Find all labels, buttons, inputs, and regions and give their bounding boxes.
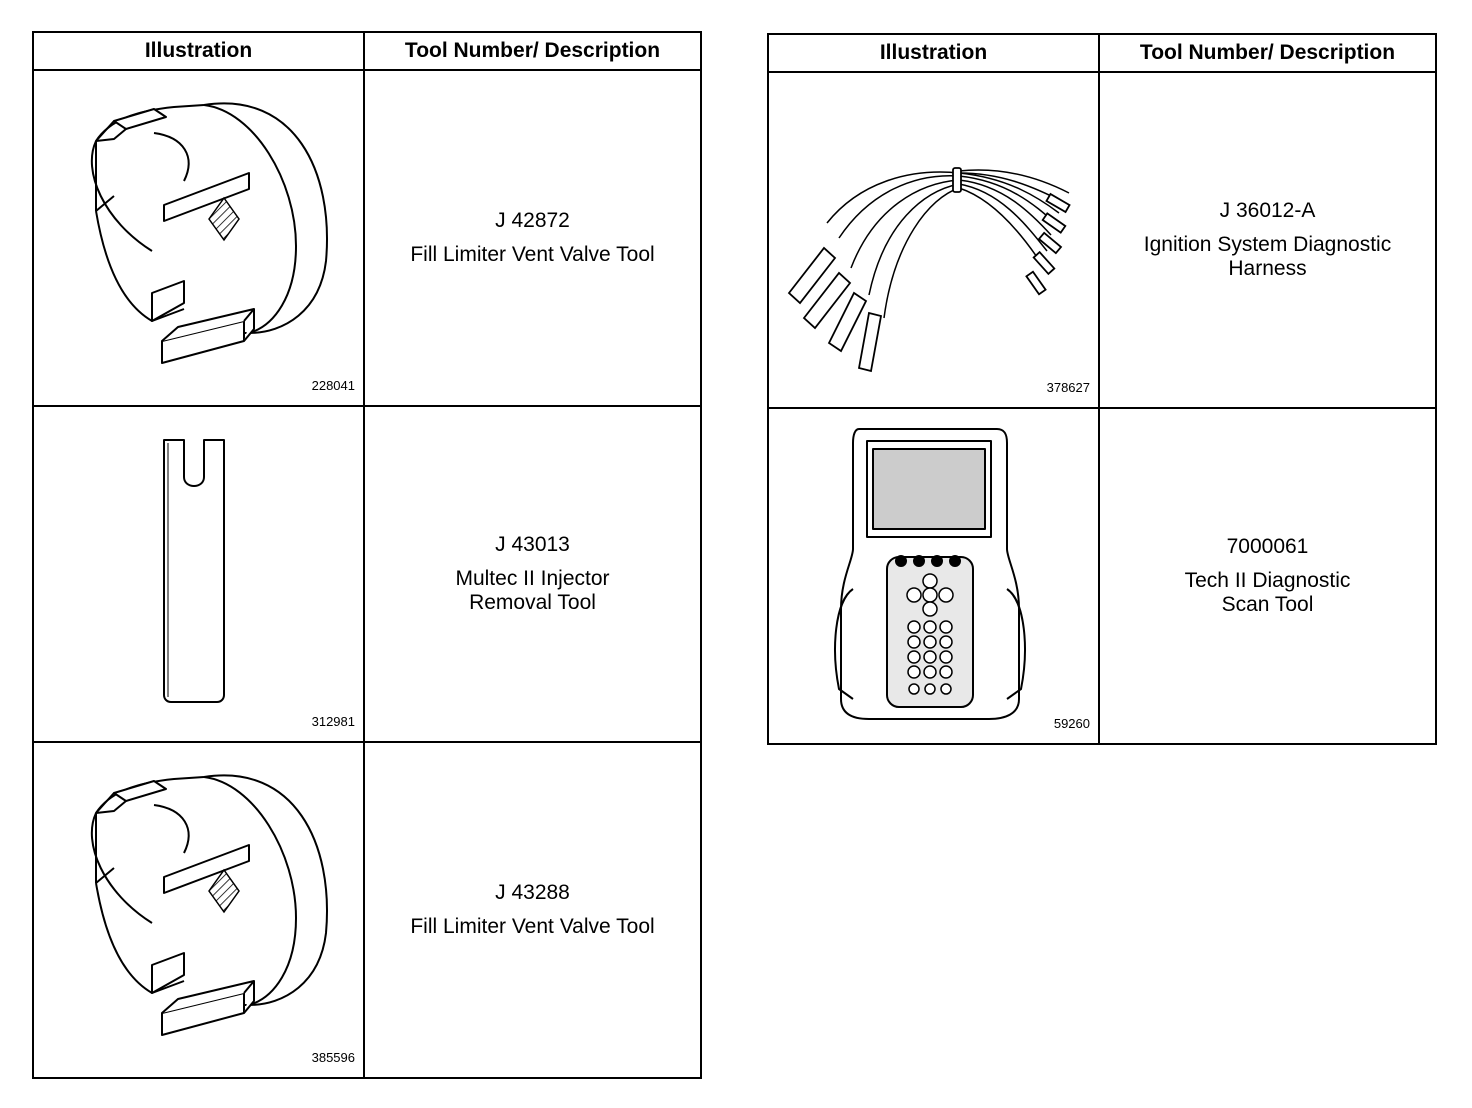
fill-limiter-tool-icon xyxy=(90,102,328,364)
illustration-cell: 59260 xyxy=(767,407,1100,745)
special-tools-table-right: Illustration Tool Number/ Description xyxy=(767,33,1437,745)
description-header: Tool Number/ Description xyxy=(1098,33,1437,73)
description-cell: J 36012-A Ignition System Diagnostic Har… xyxy=(1098,71,1437,409)
injector-removal-tool-icon xyxy=(163,439,225,703)
table-header-row: Illustration Tool Number/ Description xyxy=(767,33,1437,73)
illustration-cell: 378627 xyxy=(767,71,1100,409)
diagnostic-harness-icon xyxy=(787,167,1071,373)
table-header-row: Illustration Tool Number/ Description xyxy=(32,31,702,71)
description-cell: J 43288 Fill Limiter Vent Valve Tool xyxy=(363,741,702,1079)
figure-number: 228041 xyxy=(311,378,355,393)
illustration-cell: 385596 xyxy=(32,741,365,1079)
scan-tool-icon xyxy=(834,428,1026,720)
table-row: 228041 J 42872 Fill Limiter Vent Valve T… xyxy=(32,69,702,407)
figure-number: 385596 xyxy=(311,1050,355,1065)
illustration-cell: 312981 xyxy=(32,405,365,743)
table-row: 59260 7000061 Tech II Diagnostic Scan To… xyxy=(767,407,1437,745)
description-cell: J 42872 Fill Limiter Vent Valve Tool xyxy=(363,69,702,407)
illustration-cell: 228041 xyxy=(32,69,365,407)
description-cell: J 43013 Multec II Injector Removal Tool xyxy=(363,405,702,743)
tool-number: J 43013 xyxy=(495,533,570,556)
tool-description: Fill Limiter Vent Valve Tool xyxy=(410,915,655,938)
table-row: 312981 J 43013 Multec II Injector Remova… xyxy=(32,405,702,743)
tool-number: J 36012-A xyxy=(1219,199,1316,222)
table-row: 378627 J 36012-A Ignition System Diagnos… xyxy=(767,71,1437,409)
illustration-header: Illustration xyxy=(767,33,1100,73)
illustration-header: Illustration xyxy=(32,31,365,71)
tool-description: Tech II Diagnostic Scan Tool xyxy=(1184,569,1351,616)
special-tools-table-left: Illustration Tool Number/ Description xyxy=(32,31,702,1079)
tool-number: J 43288 xyxy=(495,881,570,904)
fill-limiter-tool-icon xyxy=(90,774,328,1036)
figure-number: 312981 xyxy=(311,714,355,729)
tool-description: Multec II Injector Removal Tool xyxy=(455,567,610,614)
figure-number: 378627 xyxy=(1046,380,1090,395)
description-header: Tool Number/ Description xyxy=(363,31,702,71)
tool-number: 7000061 xyxy=(1226,535,1309,558)
tool-number: J 42872 xyxy=(495,209,570,232)
figure-number: 59260 xyxy=(1053,716,1090,731)
table-row: 385596 J 43288 Fill Limiter Vent Valve T… xyxy=(32,741,702,1079)
description-cell: 7000061 Tech II Diagnostic Scan Tool xyxy=(1098,407,1437,745)
tool-description: Ignition System Diagnostic Harness xyxy=(1143,233,1392,280)
tool-description: Fill Limiter Vent Valve Tool xyxy=(410,243,655,266)
